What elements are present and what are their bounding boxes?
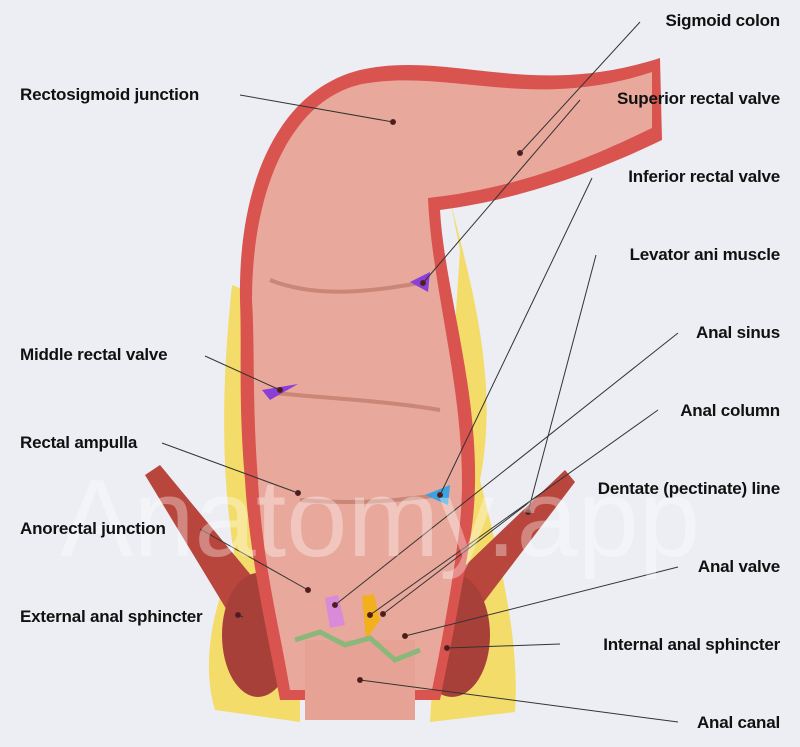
label-anal-column: Anal column: [680, 401, 780, 420]
anal-sinus-marker: [325, 595, 345, 628]
label-anal-canal: Anal canal: [696, 713, 780, 732]
label-anal-sinus: Anal sinus: [696, 323, 780, 342]
superior-rectal-valve-marker: [410, 272, 430, 292]
levator-ani-muscle-left: [145, 465, 255, 640]
label-external-anal-sphincter: External anal sphincter: [20, 607, 203, 626]
label-sigmoid-colon: Sigmoid colon: [665, 11, 780, 30]
label-rectal-ampulla: Rectal ampulla: [20, 433, 138, 452]
label-rectosigmoid-junction: Rectosigmoid junction: [20, 85, 200, 104]
rectal-mucosa: [252, 72, 652, 690]
label-internal-anal-sphincter: Internal anal sphincter: [603, 635, 780, 654]
rectal-fold-middle: [264, 390, 441, 412]
label-superior-rectal-valve: Superior rectal valve: [616, 89, 780, 108]
dentate-line-marker: [294, 629, 421, 663]
leader-lines: [161, 21, 679, 723]
label-dentate-line: Dentate (pectinate) line: [597, 479, 780, 498]
label-levator-ani-muscle: Levator ani muscle: [629, 245, 781, 264]
label-inferior-rectal-valve: Inferior rectal valve: [628, 167, 780, 186]
watermark-logo: Anatomy.app: [60, 457, 701, 580]
label-anal-valve: Anal valve: [697, 557, 780, 576]
label-middle-rectal-valve: Middle rectal valve: [20, 345, 168, 364]
rectal-fold-lower: [299, 493, 441, 505]
label-anorectal-junction: Anorectal junction: [20, 519, 166, 538]
rectal-fold-upper: [269, 278, 426, 294]
